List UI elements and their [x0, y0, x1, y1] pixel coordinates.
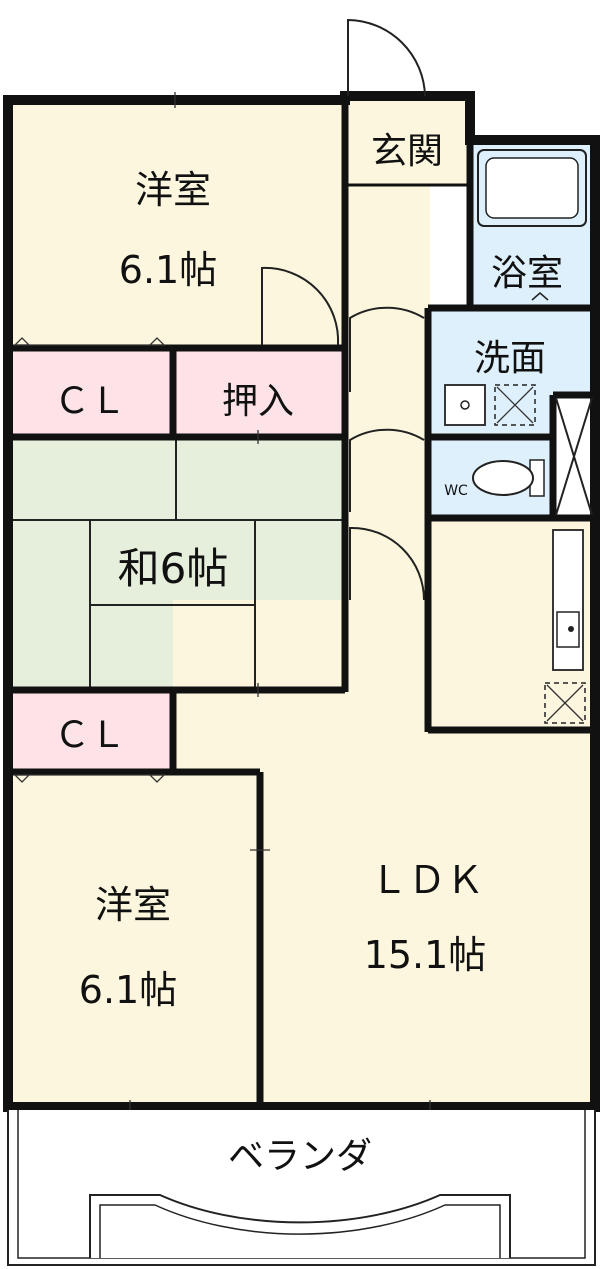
fill-closet-bottom [8, 690, 171, 770]
fill-corridor [345, 185, 430, 625]
balcony [7, 1110, 596, 1266]
western-top-door [261, 266, 340, 346]
washroom-name: 洗面 [474, 338, 546, 379]
bathtub-icon [477, 149, 587, 301]
washroom-door [349, 306, 425, 392]
fill-closet-top [8, 350, 171, 435]
western-bottom-name: 洋室 [95, 883, 171, 927]
doors [261, 18, 426, 601]
toilet-icon [472, 459, 545, 497]
kitchen-counter-icon [544, 529, 586, 724]
tatami-lines [8, 437, 345, 689]
western-top-size: 6.1帖 [119, 248, 217, 292]
ldk-name: ＬＤＫ [370, 858, 484, 902]
pipe-shaft-icon [555, 397, 593, 516]
ldk-size: 15.1帖 [364, 933, 487, 977]
fill-entrance [345, 100, 467, 185]
closet-top-name: ＣＬ [54, 381, 126, 422]
entrance-door [347, 18, 426, 97]
western-bottom-size: 6.1帖 [79, 968, 177, 1012]
western-top-name: 洋室 [135, 168, 211, 212]
walls [3, 91, 600, 1112]
labels: 洋室 6.1帖 玄関 浴室 洗面 WC ＣＬ 押入 和6帖 ＣＬ 洋室 6.1帖… [54, 131, 563, 1177]
fill-oshiire [176, 350, 345, 435]
toilet-door [349, 428, 425, 512]
japanese-name: 和6帖 [118, 544, 229, 593]
wash-basin-icon [444, 384, 536, 426]
toilet-name: WC [444, 483, 468, 499]
room-fills [8, 100, 595, 1107]
oshiire-name: 押入 [222, 381, 294, 422]
entrance-name: 玄関 [371, 131, 443, 172]
ldk-door [349, 526, 425, 601]
closet-bottom-name: ＣＬ [54, 715, 126, 756]
balcony-name: ベランダ [228, 1136, 372, 1177]
fill-western-top [8, 100, 345, 348]
bath-name: 浴室 [491, 253, 563, 294]
